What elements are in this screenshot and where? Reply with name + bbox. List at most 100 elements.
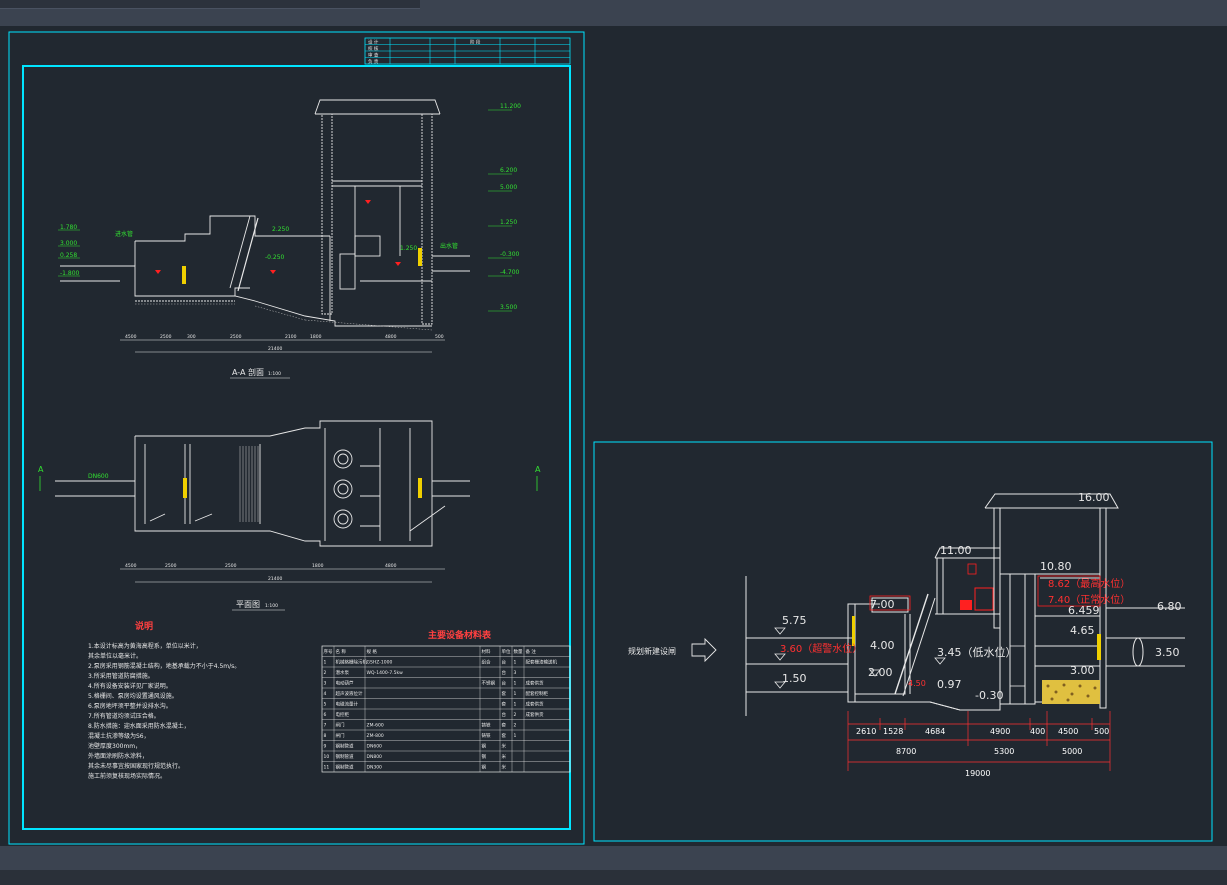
pipe-label: DN600: [88, 473, 109, 480]
plan-title: 平面图: [236, 600, 260, 609]
table-header: 材料: [482, 648, 491, 655]
table-cell: 铸铁: [482, 722, 491, 729]
tab-strip[interactable]: [0, 0, 420, 9]
table-cell: 钢: [482, 753, 487, 760]
elev-label: 4.65: [1070, 624, 1095, 637]
note-line: 3.所采用管道防腐措施。: [88, 672, 154, 680]
note-line: 其余单位以毫米计。: [88, 652, 142, 660]
plan-new-label: 规划新建设闸: [628, 646, 676, 656]
table-title: 主要设备材料表: [428, 629, 492, 641]
table-cell: DN600: [367, 744, 383, 750]
table-cell: 5: [324, 702, 327, 708]
cad-drawing: 设 计 校 核 审 查 负 责 阶 段: [8, 31, 1213, 845]
gate-marker: [418, 248, 422, 266]
table-cell: WQ-1400-7.5kw: [367, 670, 404, 676]
table-cell: 超声波液位计: [336, 690, 363, 697]
elev-label: -0.30: [975, 689, 1003, 702]
table-cell: 台: [502, 669, 507, 676]
dim-total: 21400: [268, 346, 282, 352]
dim-text: 2100: [285, 334, 297, 340]
table-cell: 套: [502, 701, 507, 708]
table-cell: 潜水泵: [336, 669, 350, 676]
dim-text: 4500: [125, 334, 137, 340]
table-cell: 配套控制柜: [526, 690, 549, 697]
table-cell: 电动葫芦: [336, 680, 354, 687]
table-cell: 闸门: [336, 732, 345, 739]
section-mark-right: A: [535, 465, 541, 474]
elev-label: 3.50: [1155, 646, 1180, 659]
elev-label: 1.780: [60, 224, 77, 231]
dim-text: 8700: [896, 747, 916, 756]
section-mark-left: A: [38, 465, 44, 474]
table-cell: 4: [324, 691, 327, 697]
water-marks: [155, 200, 401, 274]
table-cell: 钢: [482, 743, 487, 750]
elev-label: -1.800: [60, 270, 80, 277]
elev-label: 11.00: [940, 544, 972, 557]
table-cell: 1: [324, 660, 327, 666]
note-line: 池壁厚度300mm，: [88, 742, 141, 750]
dim-text: 4684: [925, 727, 945, 736]
command-line[interactable]: [0, 870, 1227, 885]
table-cell: ZM-800: [367, 733, 384, 739]
table-cell: 3: [324, 681, 327, 687]
dim-text: 4900: [990, 727, 1010, 736]
note-line: 4.所有设备安装详见厂家说明。: [88, 682, 172, 690]
dim-text: 2500: [230, 334, 242, 340]
note-line: 外墙面涂刷防水涂料，: [88, 752, 148, 760]
elevation-marks-mid: 2.250 -0.250 1.250: [265, 226, 417, 261]
elev-label: 1.250: [500, 219, 517, 226]
water-label: 8.62（最高水位）: [1048, 577, 1130, 590]
table-cell: 6: [324, 712, 327, 718]
inlet-label: 进水管: [115, 230, 133, 238]
dim-text: 2500: [160, 334, 172, 340]
dim-text: 400: [1030, 727, 1045, 736]
dim-text: 4500: [125, 563, 137, 569]
elev-label: 7.00: [870, 598, 895, 611]
dim-text: 2610: [856, 727, 876, 736]
table-cell: 电控柜: [336, 711, 350, 718]
dim-text: 2500: [165, 563, 177, 569]
gate-marker: [183, 478, 187, 498]
section-scale: 1:100: [268, 371, 281, 377]
drawing-canvas[interactable]: 设 计 校 核 审 查 负 责 阶 段: [0, 26, 1227, 846]
table-cell: 钢制管道: [336, 764, 354, 771]
dim-text: 4800: [385, 334, 397, 340]
dim-text: 4500: [1058, 727, 1078, 736]
elevation-marks-left: 1.780 3.000 0.258 -1.800 进水管: [58, 224, 133, 277]
elev-label: 11.200: [500, 103, 521, 110]
elev-label: 1.50: [782, 672, 807, 685]
elev-label: 16.00: [1078, 491, 1110, 504]
elev-label: 4.00: [870, 639, 895, 652]
table-cell: GSHZ-1000: [367, 660, 393, 666]
dim-text: 4800: [385, 563, 397, 569]
table-cell: DN300: [367, 765, 383, 771]
table-header: 规 格: [367, 648, 378, 655]
gravel-bed: [1042, 680, 1100, 704]
top-toolbar: [0, 0, 1227, 26]
notes-block: 说明 1.本设计标高为黄海高程系，单位以米计， 其余单位以毫米计。 2.泵房采用…: [88, 620, 240, 780]
table-cell: 套: [502, 732, 507, 739]
water-label: 7.40（正常水位）: [1048, 593, 1130, 606]
note-line: 1.本设计标高为黄海高程系，单位以米计，: [88, 642, 202, 650]
elev-label: 1.250: [400, 245, 417, 252]
hoist-icon: [974, 587, 994, 611]
note-line: 2.泵房采用钢筋混凝土结构，地基承载力不小于4.5m/s。: [88, 662, 240, 670]
dim-text: 500: [435, 334, 444, 340]
dim-text: 5000: [1062, 747, 1082, 756]
elev-label: 3.00: [1070, 664, 1095, 677]
elev-label: 3.500: [500, 304, 517, 311]
plan-scale: 1:100: [265, 603, 278, 609]
table-cell: 1: [514, 660, 517, 666]
table-cell: 铸铁: [482, 732, 491, 739]
elev-label: 6.80: [1157, 600, 1182, 613]
right-dimensions: [847, 711, 1111, 771]
table-cell: 3: [514, 670, 517, 676]
table-cell: 组合: [482, 659, 491, 666]
elev-label: 5.75: [782, 614, 807, 627]
table-cell: 2: [514, 712, 517, 718]
tb-stage: 阶 段: [470, 39, 481, 46]
plan-view: [55, 420, 470, 547]
table-cell: 1: [514, 681, 517, 687]
